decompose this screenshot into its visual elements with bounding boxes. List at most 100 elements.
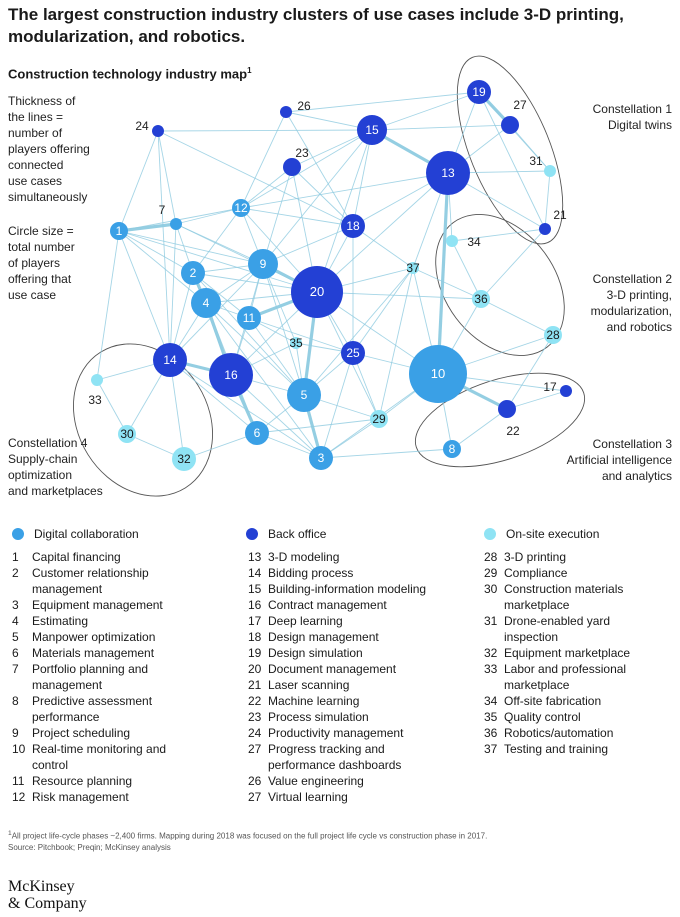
- node-11: [237, 306, 261, 330]
- edge-1-14: [118, 230, 171, 361]
- legend-item-label: Productivity management: [268, 726, 404, 740]
- edge-11-25: [248, 317, 354, 354]
- legend-item: management: [12, 581, 166, 597]
- constellation-theme: modularization,: [590, 304, 672, 318]
- legend-item-number: 21: [248, 678, 262, 692]
- legend-item-label: Resource planning: [32, 774, 133, 788]
- constellation-theme: Artificial intelligence: [566, 453, 672, 467]
- edge-4-3: [205, 302, 322, 459]
- legend-item-label: Equipment management: [32, 598, 163, 612]
- legend-item-number: 27: [248, 790, 262, 804]
- legend-item-label: 3-D printing: [504, 550, 567, 564]
- node-label-8: 8: [449, 442, 456, 456]
- constellation-2-outline: [435, 214, 565, 356]
- legend-item: performance dashboards: [248, 757, 426, 773]
- node-33: [91, 374, 103, 386]
- node-label-33: 33: [88, 393, 102, 407]
- map-title-text: Construction technology industry map: [8, 66, 248, 82]
- logo-line: McKinsey: [8, 878, 75, 895]
- legend-item-label: management: [32, 582, 103, 596]
- footnote-text: All project life-cycle phases ~2,400 fir…: [11, 831, 488, 841]
- edge-28-22: [506, 334, 554, 410]
- legend-item-label: Portfolio planning and: [32, 662, 149, 676]
- edge-19-21: [478, 91, 546, 230]
- constellation-name: Constellation 4: [8, 436, 88, 450]
- node-25: [341, 341, 365, 365]
- logo-line: & Company: [8, 895, 87, 912]
- node-21: [539, 223, 551, 235]
- node-label-37: 37: [406, 261, 420, 275]
- node-label-13: 13: [441, 166, 455, 180]
- edge-18-23: [291, 166, 354, 227]
- legend-heading: On-site execution: [506, 527, 600, 541]
- edge-6-29: [256, 418, 380, 434]
- node-label-30: 30: [120, 427, 134, 441]
- node-label-20: 20: [310, 284, 324, 299]
- legend-item-number: 22: [248, 694, 262, 708]
- legend-item-number: 28: [484, 550, 498, 564]
- node-7: [170, 218, 182, 230]
- legend-item-number: 34: [484, 694, 498, 708]
- note-line: simultaneously: [8, 190, 88, 204]
- node-8: [443, 440, 461, 458]
- network-map: 1234567891011121314151617181920212223242…: [73, 55, 586, 497]
- legend-item-number: 16: [248, 598, 262, 612]
- edge-36-28: [480, 298, 554, 336]
- edge-1-9: [118, 230, 264, 265]
- legend-item-label: Progress tracking and: [268, 742, 385, 756]
- legend-item-number: [484, 629, 504, 645]
- node-label-11: 11: [243, 311, 256, 325]
- legend-item-number: 11: [12, 774, 25, 788]
- node-label-36: 36: [474, 292, 488, 306]
- constellation-2-label: Constellation 2 3-D printing, modulariza…: [591, 271, 672, 335]
- node-label-15: 15: [365, 123, 379, 137]
- legend-item-number: 29: [484, 566, 498, 580]
- legend-item: control: [12, 757, 166, 773]
- node-20: [291, 266, 343, 318]
- legend-item-number: [484, 597, 504, 613]
- node-24: [152, 125, 164, 137]
- legend-item-label: Equipment marketplace: [504, 646, 631, 660]
- edge-1-24: [118, 130, 159, 232]
- edge-7-12: [175, 207, 242, 225]
- node-36: [472, 290, 490, 308]
- legend-item-number: 27: [248, 742, 262, 756]
- constellation-3-outline: [414, 372, 586, 468]
- circle-size-note: Circle size = total number of players of…: [8, 223, 75, 303]
- edge-7-9: [175, 223, 264, 265]
- edge-27-31: [509, 124, 551, 172]
- edge-12-23: [240, 166, 293, 209]
- network-edges: [96, 90, 567, 460]
- edge-37-25: [352, 267, 414, 354]
- node-16: [209, 353, 253, 397]
- edge-1-33: [96, 230, 120, 381]
- network-nodes: 1234567891011121314151617181920212223242…: [88, 80, 572, 471]
- legend-item-number: 12: [12, 790, 26, 804]
- node-label-14: 14: [163, 353, 177, 367]
- edge-32-6: [183, 432, 258, 460]
- edge-13-10: [436, 172, 450, 375]
- constellation-theme: Supply-chain: [8, 452, 78, 466]
- edge-37-29: [378, 267, 414, 420]
- legend-item-label: Design simulation: [268, 646, 363, 660]
- note-line: connected: [8, 158, 64, 172]
- node-label-2: 2: [190, 266, 197, 280]
- node-18: [341, 214, 365, 238]
- edge-37-5: [303, 267, 414, 396]
- note-line: total number: [8, 240, 75, 254]
- legend-item-label: Testing and training: [504, 742, 609, 756]
- edge-31-21: [544, 170, 551, 230]
- node-label-16: 16: [224, 368, 238, 382]
- legend-item-label: Labor and professional: [504, 662, 627, 676]
- edge-1-7: [118, 222, 177, 233]
- node-34: [446, 235, 458, 247]
